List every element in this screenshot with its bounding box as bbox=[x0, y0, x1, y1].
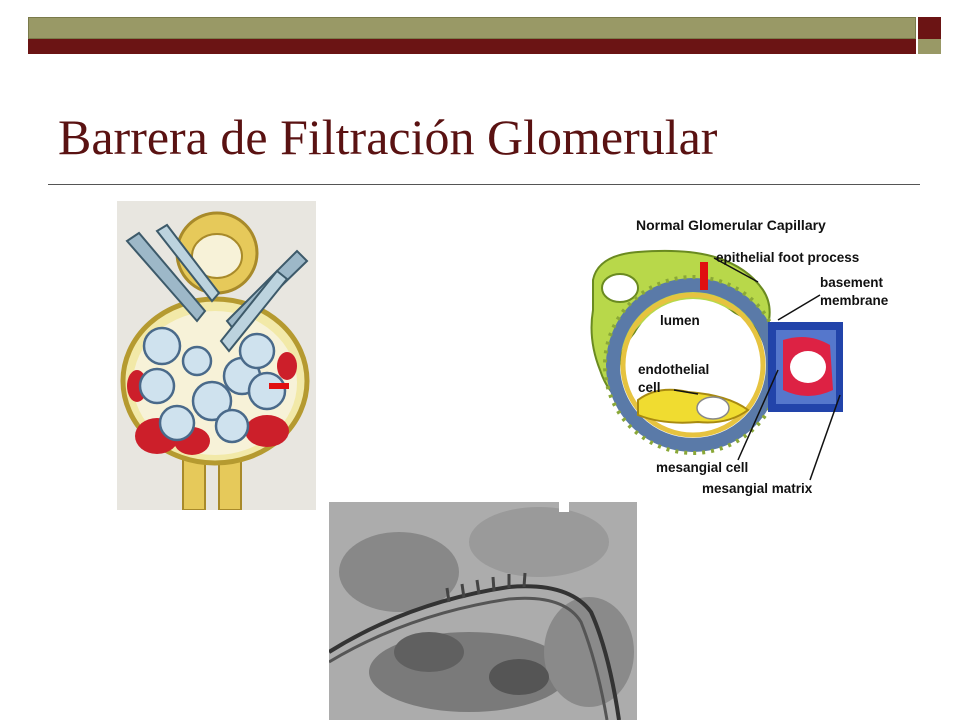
diagram-title: Normal Glomerular Capillary bbox=[636, 217, 826, 233]
header-corner-maroon bbox=[918, 17, 941, 39]
electron-micrograph bbox=[329, 502, 637, 720]
label-lumen: lumen bbox=[660, 313, 700, 328]
label-mesangial-matrix: mesangial matrix bbox=[702, 481, 813, 496]
header-bar-olive bbox=[28, 17, 916, 39]
label-foot-process: epithelial foot process bbox=[716, 250, 859, 265]
title-divider bbox=[48, 184, 920, 185]
header-corner-olive bbox=[918, 39, 941, 54]
label-mesangial-cell: mesangial cell bbox=[656, 460, 748, 475]
header-bar-maroon bbox=[28, 39, 916, 54]
label-basement-2: membrane bbox=[820, 293, 889, 308]
slide-title: Barrera de Filtración Glomerular bbox=[58, 109, 718, 165]
label-basement-1: basement bbox=[820, 275, 884, 290]
glomerulus-illustration bbox=[117, 201, 316, 510]
label-endothelial-1: endothelial bbox=[638, 362, 709, 377]
capillary-diagram: Normal Glomerular Capillary epithelial f… bbox=[578, 210, 916, 502]
label-endothelial-2: cell bbox=[638, 380, 661, 395]
